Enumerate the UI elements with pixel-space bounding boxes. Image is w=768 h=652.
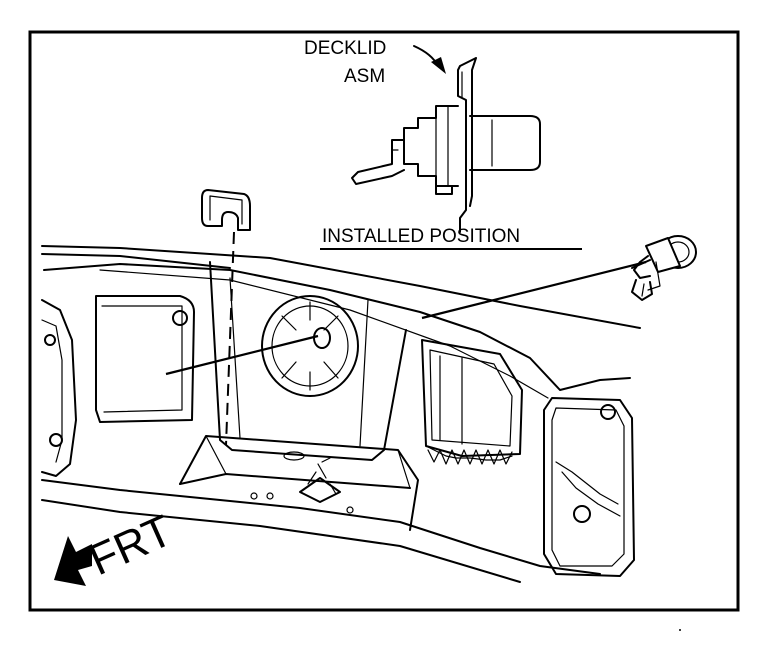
front-label: FRT (82, 506, 179, 585)
stray-mark (679, 629, 681, 631)
decklid-assembly (41, 245, 641, 583)
installed-position-label: INSTALLED POSITION (322, 226, 520, 247)
leader-retainer (165, 334, 319, 376)
decklid-asm-label-line2: ASM (344, 66, 385, 87)
front-arrow-icon (54, 536, 92, 586)
clip-guide-dashed (225, 231, 235, 446)
decklid-leader-arrowhead (431, 57, 446, 74)
installed-position-detail (351, 57, 541, 233)
lock-cylinder (631, 235, 697, 301)
leader-lock-cylinder (421, 260, 647, 320)
retainer-clip (201, 189, 251, 231)
diagram-frame (28, 30, 740, 612)
decklid-asm-label-line1: DECKLID (304, 38, 386, 59)
